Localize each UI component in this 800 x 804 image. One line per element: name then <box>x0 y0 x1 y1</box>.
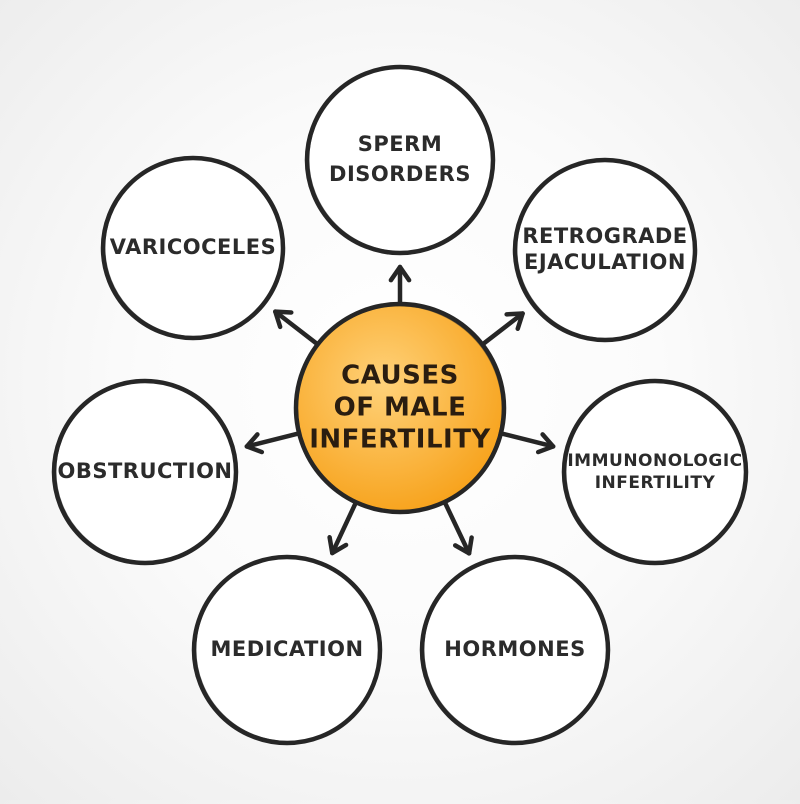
center-title-line-3: INFERTILITY <box>309 425 491 455</box>
node-label-sperm-disorders-line-1: SPERM <box>358 132 442 156</box>
node-sperm-disorders: SPERM DISORDERS <box>304 64 496 256</box>
arrows-layer <box>244 264 556 556</box>
node-label-retrograde-ejaculation-line-1: RETROGRADE <box>522 224 687 248</box>
node-label-obstruction-line-1: OBSTRUCTION <box>57 459 232 483</box>
arrow-to-obstruction <box>244 431 300 455</box>
center-title-line-2: OF MALE <box>334 393 467 423</box>
node-label-retrograde-ejaculation-line-2: EJACULATION <box>524 250 686 274</box>
node-label-hormones-line-1: HORMONES <box>444 637 585 661</box>
node-label-immunonologic-infertility-line-2: INFERTILITY <box>595 473 716 493</box>
node-label-sperm-disorders-line-2: DISORDERS <box>329 162 471 186</box>
arrow-to-medication <box>327 501 358 556</box>
node-varicoceles: VARICOCELES <box>100 155 286 341</box>
arrow-to-varicoceles <box>273 309 319 346</box>
node-medication: MEDICATION <box>191 554 383 746</box>
center-title-line-1: CAUSES <box>341 361 459 391</box>
arrow-to-hormones <box>443 501 474 556</box>
node-obstruction: OBSTRUCTION <box>51 378 239 566</box>
arrow-to-retrograde-ejaculation <box>481 311 525 346</box>
arrow-to-immunonologic-infertility <box>500 431 556 455</box>
arrow-to-sperm-disorders <box>388 264 412 305</box>
node-hormones: HORMONES <box>419 554 611 746</box>
node-label-medication-line-1: MEDICATION <box>210 637 363 661</box>
node-label-immunonologic-infertility-line-1: IMMUNONOLOGIC <box>567 451 742 471</box>
node-label-varicoceles-line-1: VARICOCELES <box>110 235 276 259</box>
